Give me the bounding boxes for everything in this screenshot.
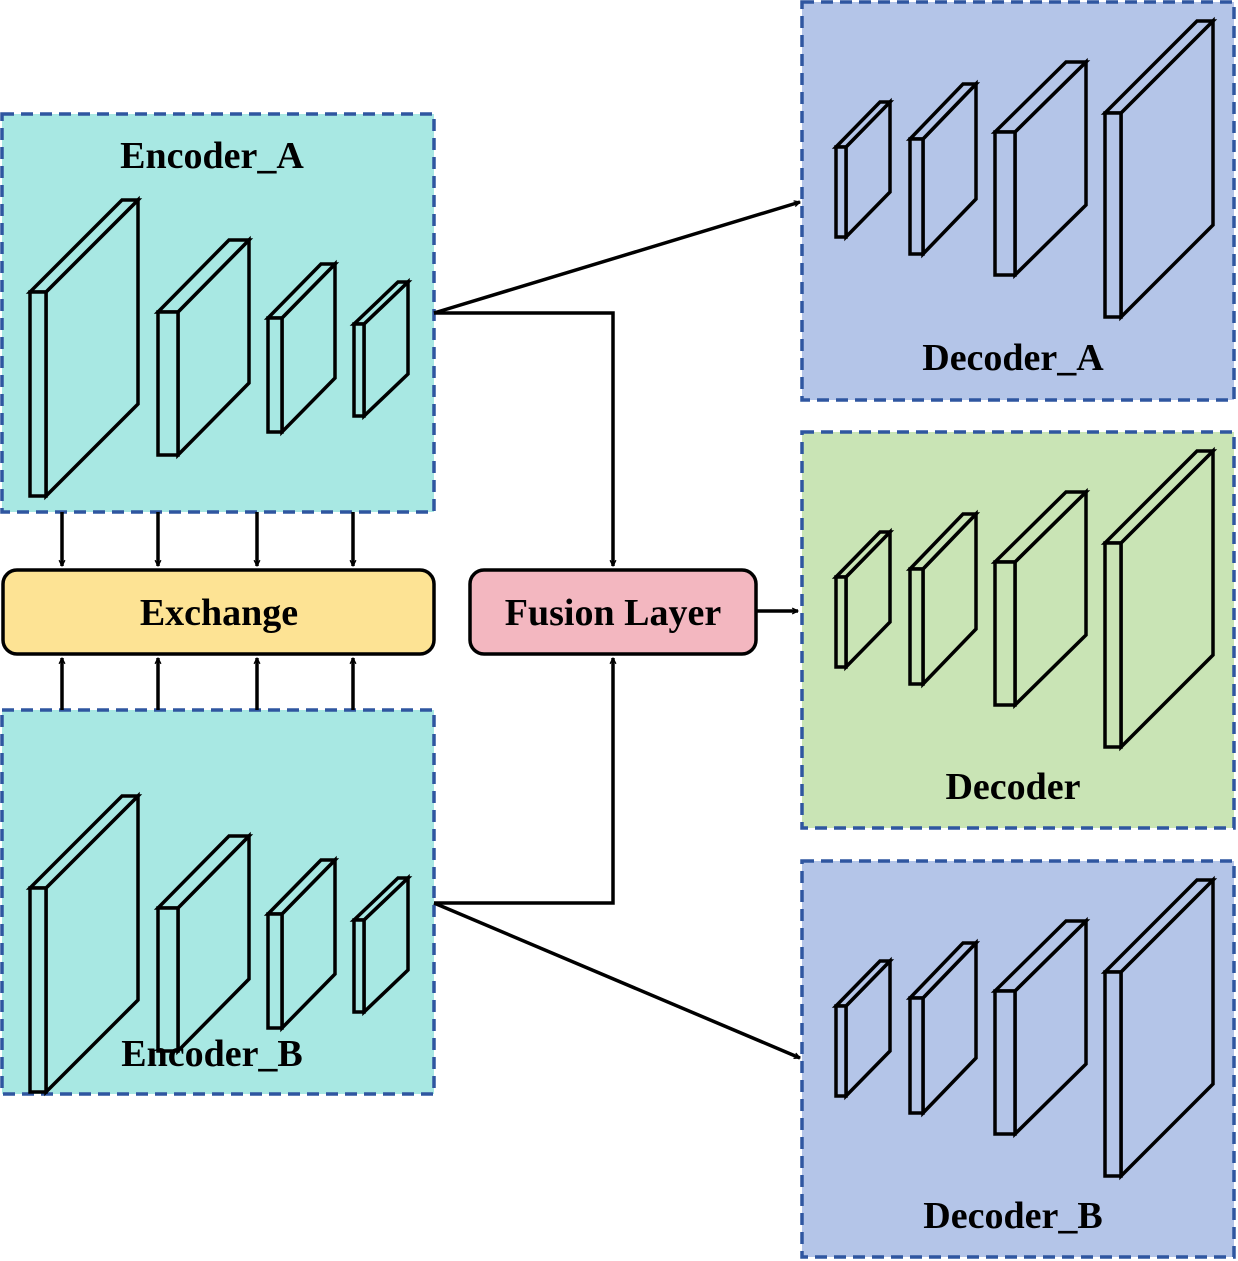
decoder-layer-2 <box>905 509 981 689</box>
decoder-a-layer-4 <box>1100 16 1218 322</box>
encoder-a-layer-3 <box>263 259 340 437</box>
encoder-a-layer-1 <box>25 195 143 501</box>
decoder-layer-3 <box>990 487 1091 710</box>
arrow-encoder-b-to-decoder-b <box>433 901 800 1060</box>
fusion-layer-label: Fusion Layer <box>505 592 722 634</box>
encoder-b-layer-3 <box>263 855 340 1033</box>
encoder-a-label: Encoder_A <box>120 135 304 177</box>
encoder-b-layers <box>25 791 413 1097</box>
arrow-encoder-b-to-fusion <box>434 658 613 905</box>
exchange-label: Exchange <box>140 592 298 634</box>
decoder-block: Decoder <box>800 430 1236 830</box>
encoder-b-layer-4 <box>349 873 413 1017</box>
decoder-a-layer-1 <box>831 97 895 242</box>
encoder-a-layer-4 <box>349 277 413 421</box>
fusion-layer-block: Fusion Layer <box>468 568 758 656</box>
encoder-b-layer-1 <box>25 791 143 1097</box>
encoder-a-layer-2 <box>153 235 254 460</box>
decoder-b-layer-1 <box>831 956 895 1101</box>
decoder-a-layer-2 <box>905 79 981 259</box>
decoder-a-block: Decoder_A <box>800 0 1236 402</box>
decoder-layer-4 <box>1100 446 1218 752</box>
decoder-a-layer-3 <box>990 57 1091 280</box>
decoder-b-label: Decoder_B <box>923 1195 1102 1237</box>
encoder-a-block: Encoder_A <box>0 112 436 514</box>
decoder-a-layers <box>831 16 1218 322</box>
decoder-layers <box>831 446 1218 752</box>
arrow-encoder-a-to-fusion <box>434 311 613 566</box>
connectors <box>62 202 800 1060</box>
exchange-box <box>1 568 436 656</box>
encoder-b-block: Encoder_B <box>0 708 436 1097</box>
encoder-b-label: Encoder_B <box>121 1033 303 1075</box>
decoder-b-block: Decoder_B <box>800 859 1236 1259</box>
encoder-b-layer-2 <box>153 831 254 1056</box>
exchange-block: Exchange <box>1 568 436 656</box>
encoder-a-layers <box>25 195 413 501</box>
decoder-layer-1 <box>831 527 895 672</box>
decoder-b-layer-4 <box>1100 875 1218 1181</box>
decoder-b-layer-2 <box>905 938 981 1118</box>
decoder-b-layer-3 <box>990 916 1091 1139</box>
decoder-label: Decoder <box>945 766 1080 808</box>
decoder-a-label: Decoder_A <box>922 337 1104 379</box>
decoder-b-layers <box>831 875 1218 1181</box>
arrow-encoder-a-to-decoder-a <box>433 202 800 315</box>
